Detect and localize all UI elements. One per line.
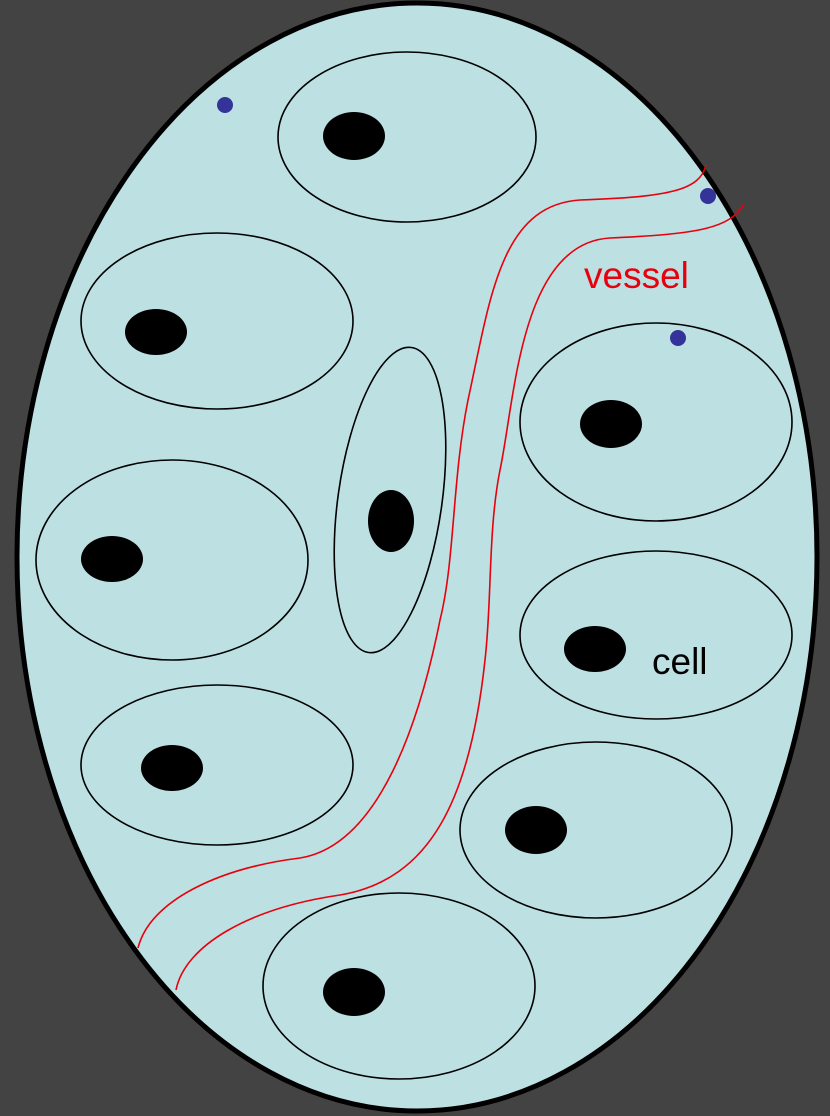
blue-dot — [700, 188, 716, 204]
nucleus — [323, 112, 385, 160]
blue-dot — [670, 330, 686, 346]
nucleus — [125, 309, 187, 355]
vessel-label: vessel — [584, 255, 689, 296]
nucleus — [580, 400, 642, 448]
nucleus — [564, 626, 626, 672]
cell-label: cell — [652, 641, 708, 682]
nucleus — [505, 806, 567, 854]
nucleus — [368, 490, 414, 552]
nucleus — [323, 968, 385, 1016]
nucleus — [81, 536, 143, 582]
nucleus — [141, 745, 203, 791]
blue-dot — [217, 97, 233, 113]
